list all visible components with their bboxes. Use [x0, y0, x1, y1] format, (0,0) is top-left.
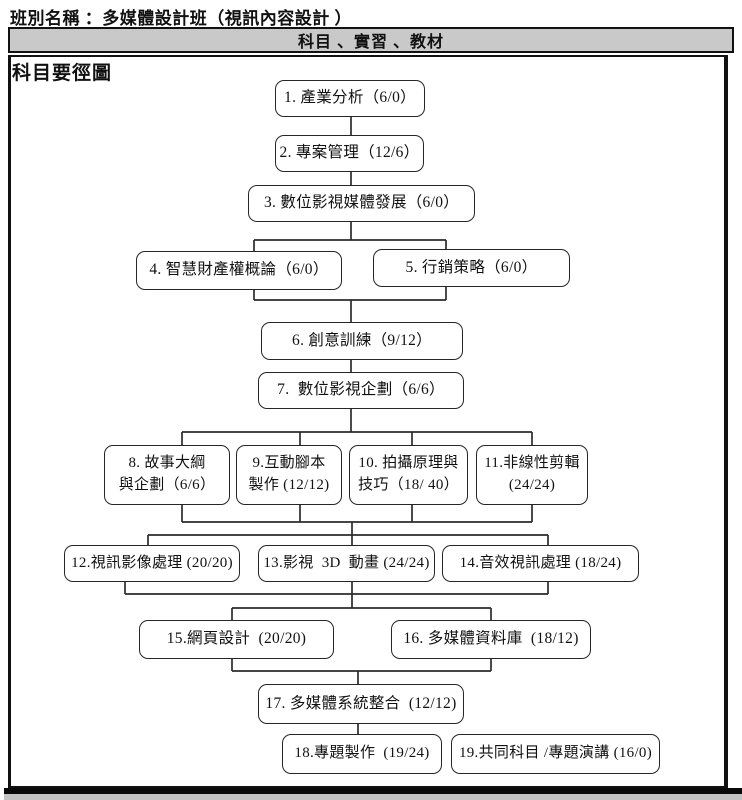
section-header-text: 科目 、實習 、教材 — [297, 34, 444, 51]
section-header-bar: 科目 、實習 、教材 — [8, 27, 734, 53]
flow-node-1: 1. 產業分析（6/0） — [275, 80, 425, 117]
diagram-frame — [8, 55, 728, 789]
diagram-title: 科目要徑圖 — [12, 63, 113, 84]
flow-node-4: 4. 智慧財產權概論（6/0） — [136, 251, 342, 290]
flow-node-5: 5. 行銷策略（6/0） — [373, 249, 570, 287]
flow-node-17: 17. 多媒體系統整合 (12/12) — [258, 684, 464, 724]
flow-node-6: 6. 創意訓練（9/12） — [261, 322, 463, 360]
flow-node-2: 2. 專案管理（12/6） — [275, 135, 424, 172]
flow-node-11: 11.非線性剪輯 (24/24) — [476, 445, 588, 505]
flow-node-7: 7. 數位影視企劃（6/6） — [258, 372, 464, 409]
flow-node-3: 3. 數位影視媒體發展（6/0） — [248, 185, 475, 222]
flow-node-14: 14.音效視訊處理 (18/24) — [442, 545, 639, 582]
flow-node-18: 18.專題製作 (19/24) — [282, 734, 442, 774]
flow-node-12: 12.視訊影像處理 (20/20) — [64, 545, 240, 582]
class-name-label: 班別名稱 ：多媒體設計班（視訊內容設計 ） — [10, 9, 352, 28]
flow-node-8: 8. 故事大綱 與企劃（6/6） — [104, 445, 230, 505]
flow-node-9: 9.互動腳本 製作 (12/12) — [236, 445, 342, 505]
flow-node-19: 19.共同科目 /專題演講 (16/0) — [451, 734, 660, 774]
flow-node-13: 13.影視 3D 動畫 (24/24) — [258, 545, 435, 582]
flow-node-15: 15.網頁設計 (20/20) — [139, 620, 334, 659]
flow-node-16: 16. 多媒體資料庫 (18/12) — [391, 620, 591, 659]
next-section-bar — [4, 788, 742, 800]
flow-node-10: 10. 拍攝原理與 技巧（18/ 40） — [349, 445, 468, 505]
